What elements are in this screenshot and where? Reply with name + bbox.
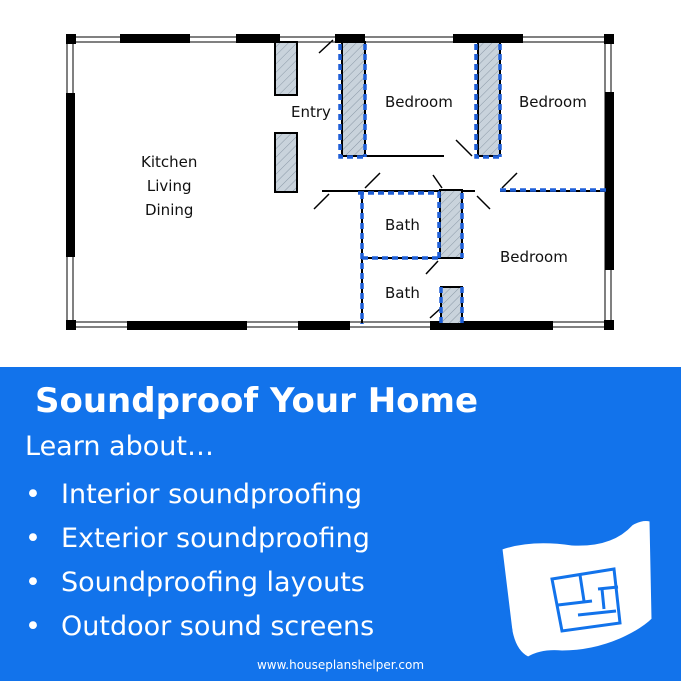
bullet-icon: • bbox=[25, 567, 41, 598]
topic-list: • Interior soundproofing • Exterior soun… bbox=[25, 473, 374, 649]
exterior-walls bbox=[66, 34, 614, 330]
room-label-kitchen-line-1: Kitchen bbox=[141, 153, 198, 171]
floor-plan-drawing bbox=[66, 34, 614, 330]
floor-plan-diagram: Kitchen Living Dining Entry Bedroom Bedr… bbox=[66, 34, 614, 330]
topic-item: • Soundproofing layouts bbox=[25, 561, 374, 605]
bullet-icon: • bbox=[25, 523, 41, 554]
room-label-bath-2: Bath bbox=[385, 284, 420, 302]
closets bbox=[274, 41, 501, 325]
topic-item-label: Soundproofing layouts bbox=[61, 567, 365, 598]
footer-url: www.houseplanshelper.com bbox=[256, 658, 425, 672]
topic-item-label: Outdoor sound screens bbox=[61, 611, 375, 642]
room-label-kitchen: Kitchen Living Dining bbox=[141, 150, 197, 222]
bullet-icon: • bbox=[25, 479, 41, 510]
promo-intro: Learn about… bbox=[25, 431, 214, 462]
room-label-bedroom-2: Bedroom bbox=[519, 93, 587, 111]
promo-title: Soundproof Your Home bbox=[35, 381, 479, 421]
room-label-bedroom-1: Bedroom bbox=[385, 93, 453, 111]
room-label-bath-1: Bath bbox=[385, 216, 420, 234]
room-label-entry: Entry bbox=[291, 103, 331, 121]
promo-banner: Soundproof Your Home Learn about… • Inte… bbox=[0, 367, 681, 681]
room-label-kitchen-line-3: Dining bbox=[144, 201, 194, 219]
topic-item-label: Interior soundproofing bbox=[61, 479, 362, 510]
bullet-icon: • bbox=[25, 611, 41, 642]
topic-item-label: Exterior soundproofing bbox=[61, 523, 370, 554]
topic-item: • Interior soundproofing bbox=[25, 473, 374, 517]
topic-item: • Outdoor sound screens bbox=[25, 605, 374, 649]
insulation-lines bbox=[338, 44, 607, 324]
topic-item: • Exterior soundproofing bbox=[25, 517, 374, 561]
room-label-kitchen-line-2: Living bbox=[146, 177, 192, 195]
blueprint-icon bbox=[496, 520, 653, 658]
room-label-bedroom-3: Bedroom bbox=[500, 248, 568, 266]
door-swings bbox=[313, 39, 518, 319]
